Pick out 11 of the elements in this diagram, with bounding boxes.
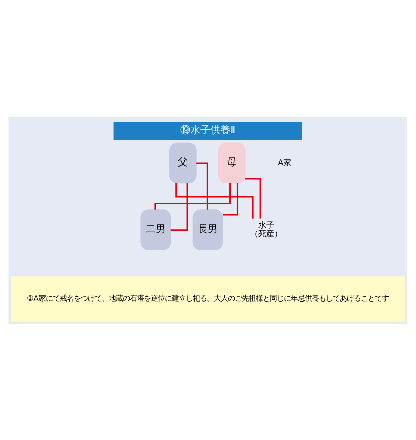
connector: [246, 178, 262, 218]
node-box: 母: [218, 142, 246, 184]
diagram-title: ⑲水子供養Ⅱ: [180, 125, 236, 136]
node-box: 父: [170, 142, 197, 184]
node-box: 長男: [192, 209, 224, 250]
connector: [223, 182, 239, 216]
node-box: 二男: [140, 209, 172, 250]
connector: [170, 182, 188, 231]
connector: [154, 182, 232, 210]
connector: [176, 182, 254, 218]
connector: [196, 162, 208, 210]
